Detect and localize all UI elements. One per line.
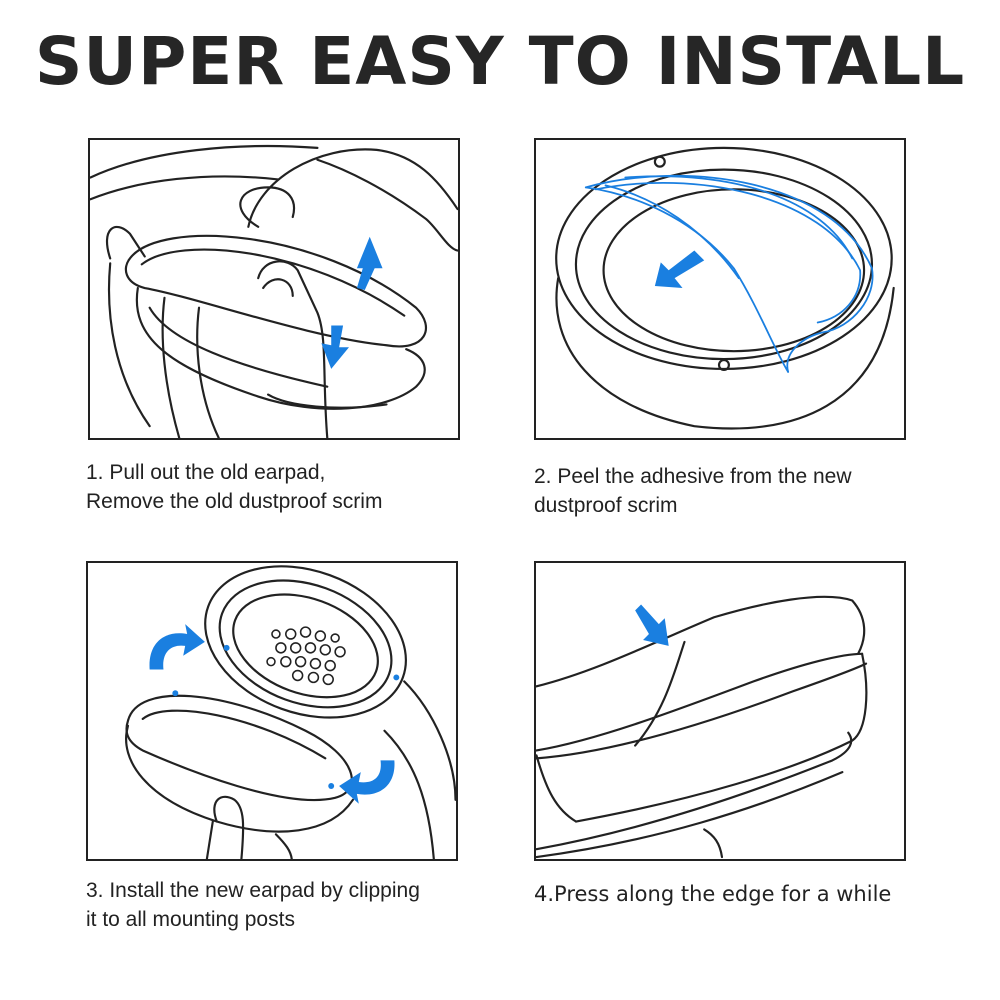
speaker-housing [536, 731, 853, 859]
earpad-illustration [555, 146, 895, 430]
arrow-icon [321, 236, 383, 369]
headphone-band [90, 144, 319, 201]
step-4-line-1: 4.Press along the edge for a while [534, 882, 892, 906]
earpad-illustration [536, 595, 868, 823]
earpad-illustration [125, 694, 354, 833]
step-2-caption: 2. Peel the adhesive from the new dustpr… [534, 462, 852, 520]
step-4-illustration [534, 561, 906, 861]
rotate-arrow-icon [149, 624, 395, 804]
step-3-line-1: 3. Install the new earpad by clipping [86, 879, 420, 902]
step-1-line-1: 1. Pull out the old earpad, [86, 461, 326, 484]
step-4-caption: 4.Press along the edge for a while [534, 880, 891, 909]
step-2-line-2: dustproof scrim [534, 494, 678, 517]
page-title: SUPER EASY TO INSTALL [34, 23, 966, 100]
mounting-post-dots [172, 644, 400, 789]
step-1-caption: 1. Pull out the old earpad, Remove the o… [86, 458, 382, 516]
step-3-line-2: it to all mounting posts [86, 908, 295, 931]
step-1-illustration [88, 138, 460, 440]
arrow-icon [635, 604, 669, 646]
step-2-line-1: 2. Peel the adhesive from the new [534, 465, 852, 488]
arrow-icon [654, 250, 705, 289]
speaker-grille [266, 626, 346, 686]
step-3-illustration [86, 561, 458, 861]
hand-illustration [105, 148, 458, 438]
earpad-illustration [124, 234, 427, 410]
step-2-illustration [534, 138, 906, 440]
hand-illustration [205, 795, 293, 859]
scrim-sheet [584, 174, 874, 373]
speaker-housing [204, 565, 456, 859]
step-1-line-2: Remove the old dustproof scrim [86, 490, 383, 513]
step-3-caption: 3. Install the new earpad by clipping it… [86, 876, 420, 934]
